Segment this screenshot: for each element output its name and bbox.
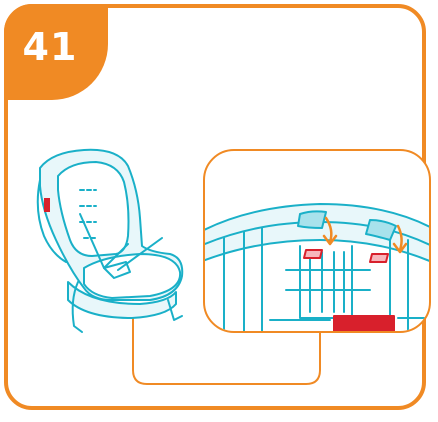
harness-slot-marker — [44, 198, 50, 212]
harness-pad-detail-icon — [200, 150, 432, 338]
car-seat-icon — [38, 150, 183, 332]
